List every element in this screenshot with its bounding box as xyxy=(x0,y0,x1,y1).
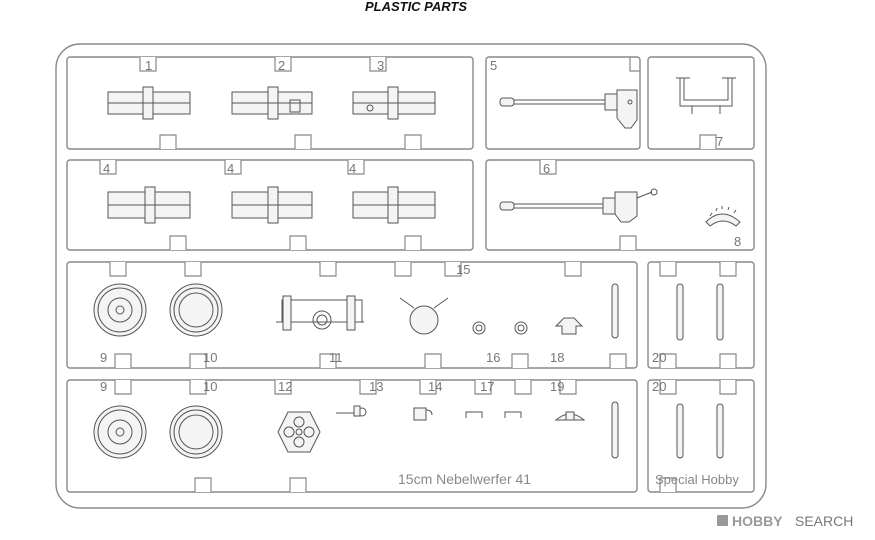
sprue-cell-20a xyxy=(647,261,755,369)
part-13 xyxy=(336,405,367,417)
watermark-logo-icon xyxy=(717,515,728,526)
part-number: 10 xyxy=(203,379,217,394)
part-number: 13 xyxy=(369,379,383,394)
part-16 xyxy=(472,321,528,335)
kit-name-text: 15cm Nebelwerfer 41 xyxy=(398,471,531,487)
part-number: 3 xyxy=(377,58,384,73)
part-number: 20 xyxy=(652,379,666,394)
part-10a xyxy=(169,283,223,337)
part-number: 5 xyxy=(490,58,497,73)
part-8 xyxy=(705,206,741,227)
part-6 xyxy=(499,188,658,223)
part-number: 14 xyxy=(428,379,442,394)
part-19 xyxy=(554,411,586,421)
watermark-text: SEARCH xyxy=(795,513,853,529)
part-18 xyxy=(554,317,584,335)
part-14 xyxy=(413,407,433,421)
part-5 xyxy=(499,89,638,129)
part-number: 16 xyxy=(486,350,500,365)
sprue-cell-9-19 xyxy=(66,379,638,493)
part-20b xyxy=(676,403,724,459)
maker-text: Special Hobby xyxy=(655,472,739,487)
part-number: 20 xyxy=(652,350,666,365)
part-number: 4 xyxy=(349,161,356,176)
part-number: 15 xyxy=(456,262,470,277)
part-4c xyxy=(352,186,436,224)
part-number: 4 xyxy=(103,161,110,176)
part-20a xyxy=(676,283,724,341)
part-number: 10 xyxy=(203,350,217,365)
sprue-cell-9-18 xyxy=(66,261,638,369)
part-number: 4 xyxy=(227,161,234,176)
part-3 xyxy=(352,86,436,120)
part-1 xyxy=(107,86,191,120)
part-number-labels: 1 2 3 4 4 4 5 6 7 8 9 10 11 12 13 14 15 … xyxy=(100,58,741,394)
part-11 xyxy=(276,295,364,331)
sprue-cell-20b xyxy=(647,379,755,493)
part-4b xyxy=(231,186,313,224)
part-number: 6 xyxy=(543,161,550,176)
part-number: 12 xyxy=(278,379,292,394)
page-title: PLASTIC PARTS xyxy=(364,0,468,14)
part-2 xyxy=(231,86,313,120)
part-number: 1 xyxy=(145,58,152,73)
part-15 xyxy=(399,297,449,335)
watermark-logo-text: HOBBY xyxy=(732,513,783,529)
part-number: 9 xyxy=(100,350,107,365)
sprue-outer-frame xyxy=(55,43,767,509)
part-number: 2 xyxy=(278,58,285,73)
part-17 xyxy=(465,411,522,418)
part-number: 17 xyxy=(480,379,494,394)
part-9a xyxy=(93,283,147,337)
part-4a xyxy=(107,186,191,224)
part-9b xyxy=(93,405,147,459)
sprue-runners xyxy=(66,56,755,493)
sprue-gates xyxy=(99,57,737,492)
part-number: 11 xyxy=(329,350,343,365)
part-number: 8 xyxy=(734,234,741,249)
sprue-cell-4 xyxy=(66,159,474,251)
part-number: 9 xyxy=(100,379,107,394)
part-10b xyxy=(169,405,223,459)
rod-parts xyxy=(611,283,619,459)
part-7 xyxy=(676,77,736,114)
sprue-cell-1-3 xyxy=(66,56,474,150)
part-number: 7 xyxy=(716,134,723,149)
part-number: 19 xyxy=(550,379,564,394)
part-12 xyxy=(277,411,321,453)
sprue-cell-5 xyxy=(485,56,641,150)
watermark: HOBBY SEARCH xyxy=(717,513,853,529)
part-number: 18 xyxy=(550,350,564,365)
